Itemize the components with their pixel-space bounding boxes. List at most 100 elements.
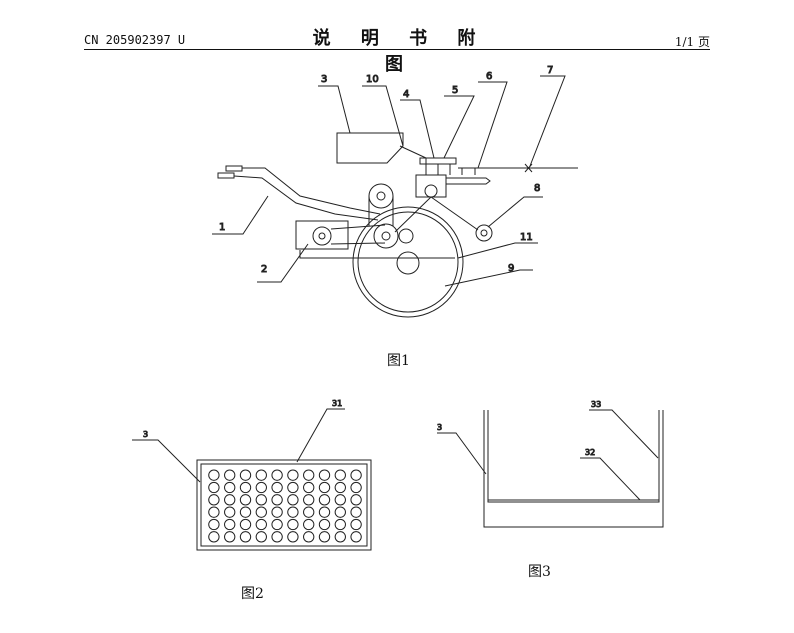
leader-31-fig2: [296, 408, 345, 463]
tray-hole: [318, 494, 331, 506]
tray-hole: [255, 531, 267, 543]
tray-hole: [239, 481, 252, 494]
upper-roller-hub: [376, 191, 386, 201]
tray-hole: [224, 518, 236, 531]
fig1-label: 1: [219, 222, 225, 233]
hole-grid: [208, 469, 362, 543]
tray-hole: [303, 494, 315, 506]
figure-3-caption: 图3: [528, 564, 551, 580]
big-wheel-hub: [396, 251, 420, 275]
tray-hole: [224, 469, 236, 481]
tray-outer: [196, 459, 372, 551]
fig1-label: 4: [403, 89, 409, 100]
tray-hole: [271, 506, 283, 518]
frame-base: [299, 250, 455, 259]
container-outer: [483, 410, 664, 528]
small-roller: [398, 228, 414, 244]
rod-mark: [524, 163, 533, 173]
page-number: 1/1 页: [674, 35, 710, 49]
tray-hole: [287, 518, 299, 531]
plate-legs: [437, 164, 451, 175]
leader-9: [444, 269, 533, 287]
handle-bar-upper: [242, 167, 381, 215]
tray-hole: [255, 481, 267, 494]
tray-hole: [271, 481, 283, 494]
leader-33-fig3: [589, 409, 659, 459]
tray-hole: [318, 469, 331, 481]
guide-rod: [458, 167, 578, 175]
guide-tip: [446, 177, 491, 185]
middle-roller: [373, 223, 399, 249]
tray-hole: [287, 481, 299, 494]
tray-hole: [318, 481, 331, 494]
leader-32-fig3: [580, 457, 641, 501]
small-wheel-hub: [480, 229, 488, 237]
figure-2-caption: 图2: [241, 586, 264, 602]
small-wheel: [475, 224, 493, 242]
tray-hole: [303, 469, 315, 481]
fig1-label: 8: [534, 183, 540, 194]
leader-10: [362, 85, 404, 147]
tray-hole: [224, 531, 236, 543]
fig1-label: 9: [508, 263, 514, 274]
tray-hole: [271, 469, 283, 481]
tray-hole: [303, 506, 315, 518]
figure-2-drawing: 3 31: [132, 399, 372, 551]
fig1-label: 2: [261, 264, 267, 275]
tray-hole: [208, 531, 220, 543]
fig3-label: 32: [585, 448, 595, 457]
leader-2: [257, 243, 309, 283]
tray-hole: [271, 518, 283, 531]
tray-hole: [334, 506, 346, 518]
leader-8: [487, 196, 543, 228]
tray-hole: [287, 506, 299, 518]
leader-3-fig3: [437, 432, 487, 475]
tray-hole: [287, 469, 299, 481]
figure-3-drawing: 3 33 32: [437, 400, 664, 528]
tray-hole: [224, 506, 236, 518]
fig2-label: 31: [332, 399, 342, 408]
tray-hole: [208, 518, 220, 531]
tray-hole: [303, 481, 315, 494]
header-rule: [84, 49, 710, 50]
fig1-label: 7: [547, 65, 553, 76]
leader-6: [477, 81, 508, 169]
fig1-label: 6: [486, 71, 492, 82]
fig3-label: 3: [437, 423, 442, 432]
tray-hole: [334, 518, 346, 531]
leader-11: [457, 242, 538, 259]
tray-hole: [350, 469, 362, 481]
tray-hole: [239, 506, 252, 518]
upper-roller-support: [368, 196, 394, 226]
big-wheel-inner: [357, 211, 459, 313]
tray-hole: [334, 469, 346, 481]
tray-hole: [271, 531, 283, 543]
leader-7: [529, 75, 566, 167]
plate-top: [419, 157, 457, 165]
tray-hole: [334, 481, 346, 494]
handle-bar-lower: [233, 175, 379, 221]
tray-hole: [303, 531, 315, 543]
tray-hole: [239, 531, 252, 543]
leader-3-fig2: [132, 439, 201, 483]
tray-hole: [350, 506, 362, 518]
leader-4: [400, 99, 435, 159]
tray-hole: [208, 469, 220, 481]
tray-hole: [350, 518, 362, 531]
tray-hole: [318, 518, 331, 531]
fig1-label: 10: [366, 74, 379, 85]
page-title: 说 明 书 附 图: [312, 28, 488, 75]
fig1-label: 3: [321, 74, 327, 85]
fig3-label: 33: [591, 400, 601, 409]
tray-hole: [318, 531, 331, 543]
figure-1-drawing: 1 2 3 4 5 6 7 8 9 10 11: [212, 65, 578, 318]
middle-roller-hub: [381, 231, 391, 241]
leader-3: [318, 85, 351, 134]
tray-inner: [200, 463, 368, 547]
frame-pivot-hub: [318, 232, 326, 240]
bracket-arms: [394, 196, 479, 233]
leader-5: [443, 95, 475, 159]
tray-hole: [255, 518, 267, 531]
fig2-label: 3: [143, 430, 148, 439]
